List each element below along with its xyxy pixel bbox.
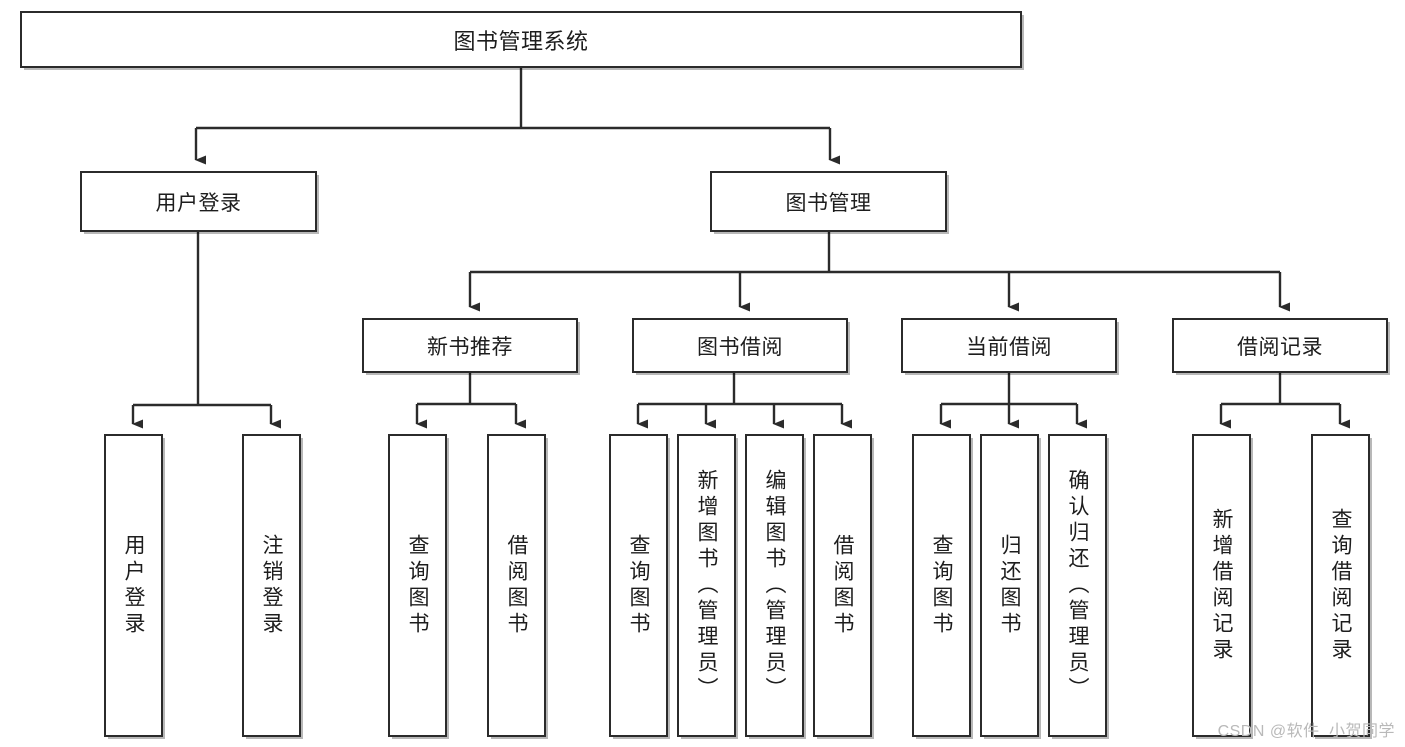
node-new-book-recommend-label: 新书推荐 [427, 335, 513, 359]
leaf-add-record-label: 新增借阅记录 [1210, 507, 1233, 664]
leaf-logout-login-label: 注销登录 [260, 533, 283, 638]
leaf-return-book-label: 归还图书 [998, 533, 1021, 638]
node-book-manage-label: 图书管理 [785, 191, 872, 215]
node-root[interactable]: 图书管理系统 [20, 11, 1022, 68]
node-current-borrow-label: 当前借阅 [966, 335, 1052, 359]
leaf-query-record-label: 查询借阅记录 [1329, 507, 1352, 664]
leaf-borrow-book-2-label: 借阅图书 [831, 533, 854, 638]
node-current-borrow[interactable]: 当前借阅 [901, 318, 1117, 373]
leaf-query-book-1[interactable]: 查询图书 [388, 434, 447, 737]
node-new-book-recommend[interactable]: 新书推荐 [362, 318, 578, 373]
leaf-user-login[interactable]: 用户登录 [104, 434, 163, 737]
leaf-borrow-book-2[interactable]: 借阅图书 [813, 434, 872, 737]
leaf-confirm-return[interactable]: 确认归还（管理员） [1048, 434, 1107, 737]
leaf-query-book-3[interactable]: 查询图书 [912, 434, 971, 737]
node-book-borrow-label: 图书借阅 [697, 335, 783, 359]
leaf-add-record[interactable]: 新增借阅记录 [1192, 434, 1251, 737]
leaf-borrow-book-1[interactable]: 借阅图书 [487, 434, 546, 737]
leaf-query-record[interactable]: 查询借阅记录 [1311, 434, 1370, 737]
leaf-logout-login[interactable]: 注销登录 [242, 434, 301, 737]
node-borrow-record-label: 借阅记录 [1237, 335, 1323, 359]
leaf-query-book-3-label: 查询图书 [930, 533, 953, 638]
node-user-login-label: 用户登录 [155, 191, 242, 215]
leaf-user-login-label: 用户登录 [122, 533, 145, 638]
leaf-borrow-book-1-label: 借阅图书 [505, 533, 528, 638]
leaf-query-book-2[interactable]: 查询图书 [609, 434, 668, 737]
leaf-return-book[interactable]: 归还图书 [980, 434, 1039, 737]
node-borrow-record[interactable]: 借阅记录 [1172, 318, 1388, 373]
leaf-query-book-2-label: 查询图书 [627, 533, 650, 638]
node-book-manage[interactable]: 图书管理 [710, 171, 947, 232]
leaf-edit-book-label: 编辑图书（管理员） [763, 468, 786, 703]
node-user-login[interactable]: 用户登录 [80, 171, 317, 232]
leaf-edit-book[interactable]: 编辑图书（管理员） [745, 434, 804, 737]
leaf-query-book-1-label: 查询图书 [406, 533, 429, 638]
node-book-borrow[interactable]: 图书借阅 [632, 318, 848, 373]
node-root-label: 图书管理系统 [453, 28, 589, 54]
watermark: CSDN @软件_小贺同学 [1217, 723, 1395, 740]
leaf-add-book[interactable]: 新增图书（管理员） [677, 434, 736, 737]
leaf-add-book-label: 新增图书（管理员） [695, 468, 718, 703]
leaf-confirm-return-label: 确认归还（管理员） [1066, 468, 1089, 703]
